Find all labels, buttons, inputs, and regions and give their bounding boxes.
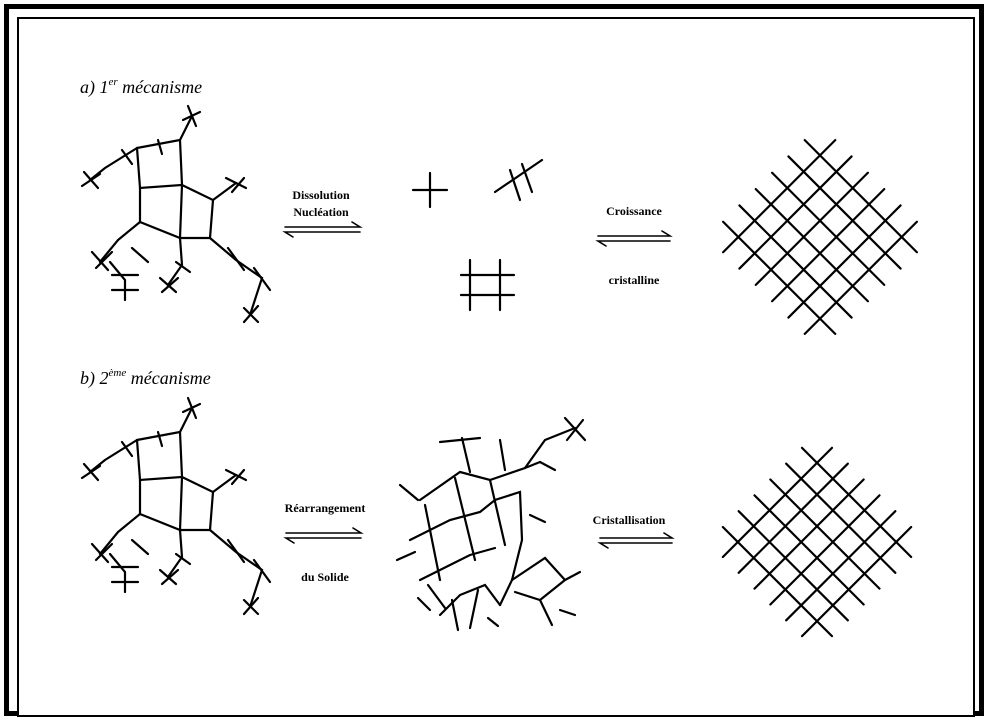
crystal-lattice-a — [721, 138, 919, 336]
label-du-solide: du Solide — [301, 570, 349, 584]
crystal-lattice-b — [721, 446, 913, 638]
equilibrium-arrow-3 — [283, 527, 364, 544]
title-mechanism-b: b) 2ème mécanisme — [80, 367, 211, 389]
nuclei-group — [411, 158, 544, 312]
label-croissance: Croissance — [606, 204, 662, 218]
label-cristallisation: Cristallisation — [593, 513, 666, 527]
equilibrium-arrow-1 — [282, 221, 363, 238]
label-nucleation: Nucléation — [293, 205, 349, 219]
amorphous-network-a — [80, 104, 272, 324]
label-cristalline: cristalline — [609, 273, 660, 287]
title-mechanism-a: a) 1er mécanisme — [80, 76, 202, 98]
label-rearrangement: Réarrangement — [285, 501, 366, 515]
rearranged-network — [395, 416, 587, 632]
equilibrium-arrow-2 — [595, 230, 673, 247]
equilibrium-arrow-4 — [597, 532, 675, 549]
label-dissolution: Dissolution — [292, 188, 350, 202]
amorphous-network-b — [80, 396, 272, 616]
